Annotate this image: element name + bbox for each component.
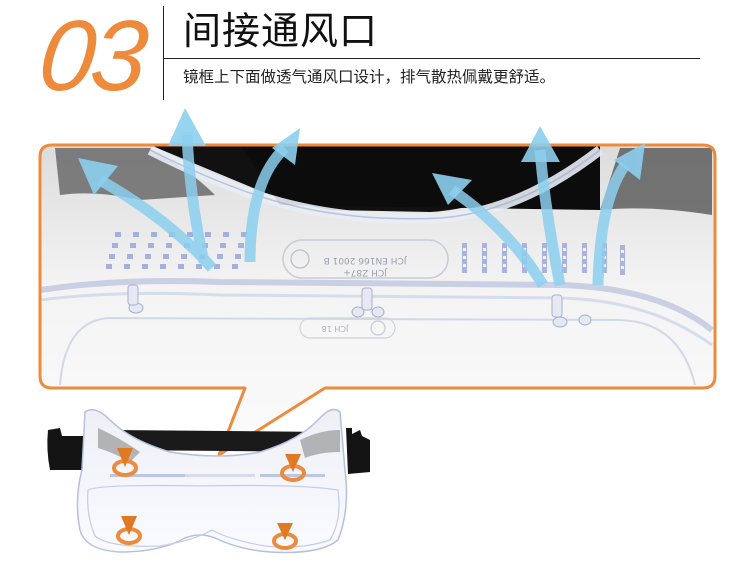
airflow-arrow-6 — [592, 161, 630, 286]
callout-zoom-panel: JCH EN166 2001 B JCH Z87+ JCH 18 — [38, 143, 717, 457]
airflow-arrow-4 — [448, 185, 548, 288]
pin-marker-icon — [117, 448, 133, 467]
callout-border — [38, 143, 717, 457]
header-horizontal-divider — [163, 58, 700, 59]
arrow-up-icon — [78, 158, 118, 195]
product-goggles — [47, 408, 370, 554]
vent-marker-2 — [280, 454, 306, 482]
vent-marker-3 — [116, 516, 142, 545]
arrow-up-icon — [521, 126, 560, 162]
arrow-up-icon — [614, 143, 645, 180]
section-title: 间接通风口 — [183, 9, 379, 53]
embossed-mark-3: JCH 18 — [322, 324, 350, 333]
arrow-up-icon — [432, 173, 472, 205]
pin-marker-icon — [121, 516, 137, 535]
airflow-arrow-2 — [181, 134, 210, 264]
airflow-arrowheads — [78, 108, 645, 205]
vent-holes-left — [106, 232, 247, 269]
section-subtitle: 镜框上下面做透气通风口设计，排气散热佩戴更舒适。 — [183, 68, 556, 86]
embossed-mark-1: JCH EN166 2001 B — [324, 255, 408, 265]
vent-marker-1 — [112, 448, 138, 477]
header-vertical-divider — [163, 6, 164, 100]
embossed-mark-2: JCH Z87+ — [343, 267, 388, 277]
airflow-arrow-5 — [534, 149, 566, 287]
vent-marker-4 — [272, 523, 298, 550]
arrow-up-icon — [272, 128, 300, 165]
airflow-arrow-3 — [244, 143, 289, 263]
airflow-arrows — [97, 134, 630, 288]
strap-right — [346, 428, 370, 474]
pin-marker-icon — [285, 454, 301, 472]
pin-marker-icon — [277, 523, 293, 540]
strap-left — [47, 428, 86, 470]
arrow-up-icon — [168, 108, 206, 146]
